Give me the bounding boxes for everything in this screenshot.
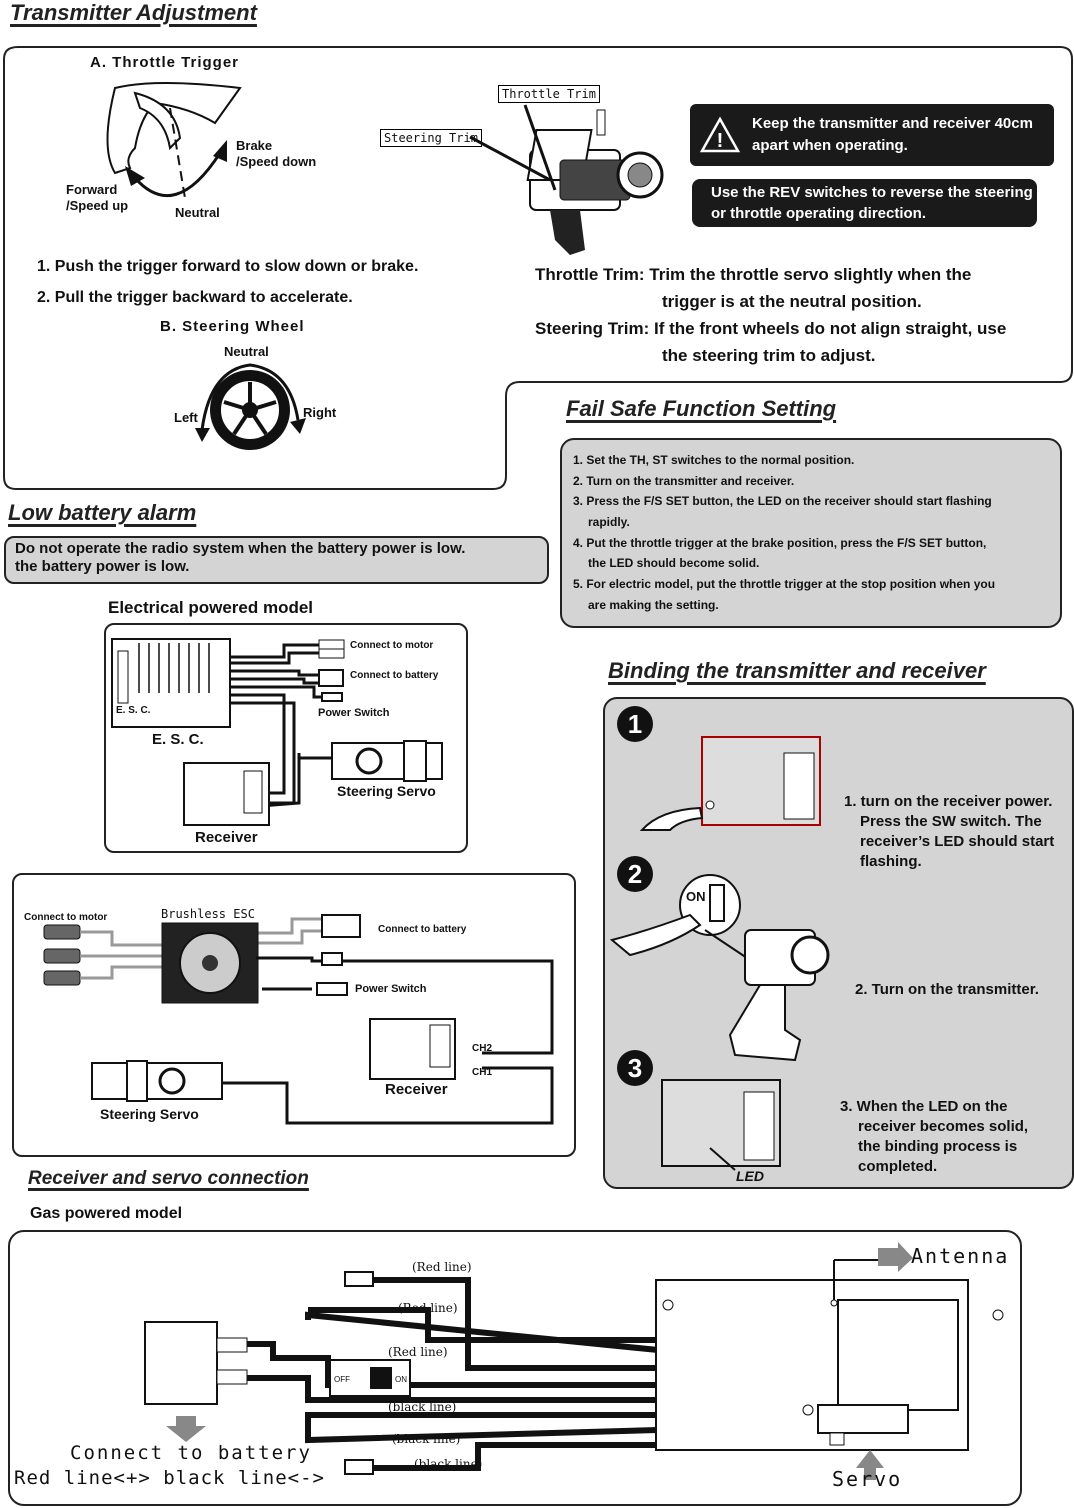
binding-step-1-line-2: Press the SW switch. The <box>860 813 1042 830</box>
brushless-ch1: CH1 <box>472 1067 493 1078</box>
throttle-trim-desc-1: Throttle Trim: Trim the throttle servo s… <box>535 265 972 284</box>
electrical-steering-servo: Steering Servo <box>337 783 436 799</box>
electrical-esc-small: E. S. C. <box>116 705 151 716</box>
brushless-connect-battery: Connect to battery <box>378 924 467 935</box>
warning-icon: ! <box>699 116 741 153</box>
electrical-connect-motor: Connect to motor <box>350 640 434 651</box>
binding-receiver-3 <box>661 1079 781 1171</box>
low-battery-title: Low battery alarm <box>8 500 197 525</box>
binding-step-2-text: 2. Turn on the transmitter. <box>855 981 1039 998</box>
failsafe-step-5: 5. For electric model, put the throttle … <box>573 577 996 591</box>
failsafe-step-4: 4. Put the throttle trigger at the brake… <box>573 536 987 550</box>
steering-trim-desc-1: Steering Trim: If the front wheels do no… <box>535 319 1007 338</box>
rev-text: Use the REV switches to reverse the stee… <box>711 184 1033 222</box>
hand-press-icon <box>639 806 704 831</box>
low-battery-text-1: Do not operate the radio system when the… <box>15 540 466 557</box>
failsafe-panel <box>560 438 1062 628</box>
electrical-receiver: Receiver <box>195 829 258 846</box>
wheel-left-label: Left <box>174 410 198 425</box>
binding-step-2-number: 2 <box>617 856 653 892</box>
throttle-trigger-illustration <box>106 82 242 199</box>
gas-black-line-1: (black line) <box>388 1400 457 1414</box>
gas-black-line-3: (black line) <box>414 1457 483 1471</box>
trim-pointer-lines <box>469 104 557 191</box>
binding-on-label: ON <box>686 889 706 904</box>
gas-red-line-2: (Red line) <box>398 1301 458 1315</box>
electrical-esc-label: E. S. C. <box>152 731 204 748</box>
wheel-neutral-label: Neutral <box>224 344 269 359</box>
electrical-connect-battery: Connect to battery <box>350 670 439 681</box>
trigger-step-1: 1. Push the trigger forward to slow down… <box>37 258 419 275</box>
transmitter-illustration <box>526 109 664 255</box>
rev-box: Use the REV switches to reverse the stee… <box>692 179 1037 227</box>
steering-trim-desc-2: the steering trim to adjust. <box>662 346 876 365</box>
failsafe-step-5b: are making the setting. <box>588 598 719 612</box>
binding-led-label: LED <box>736 1168 764 1184</box>
receiver-conn-title: Receiver and servo connection <box>28 1168 309 1189</box>
brake-label: Brake /Speed down <box>236 138 317 169</box>
binding-step-1-number: 1 <box>617 706 653 742</box>
failsafe-step-3: 3. Press the F/S SET button, the LED on … <box>573 494 992 508</box>
gas-switch-on: ON <box>395 1375 407 1384</box>
binding-step-3-number: 3 <box>617 1050 653 1086</box>
warning-text: Keep the transmitter and receiver 40cm a… <box>752 115 1033 154</box>
failsafe-title: Fail Safe Function Setting <box>566 396 837 421</box>
gas-heading: Gas powered model <box>30 1205 183 1222</box>
gas-polarity: Red line<+> black line<-> <box>14 1467 325 1489</box>
gas-black-line-2: (black line) <box>392 1432 461 1446</box>
brushless-receiver: Receiver <box>385 1081 448 1098</box>
electrical-power-switch: Power Switch <box>318 707 390 719</box>
binding-step-3-line-3: the binding process is <box>858 1138 1018 1155</box>
brushless-esc-label: Brushless ESC <box>161 907 255 921</box>
gas-servo-label: Servo <box>832 1467 903 1491</box>
gas-switch-off: OFF <box>334 1375 350 1384</box>
steering-wheel-heading: B. Steering Wheel <box>160 318 305 335</box>
gas-connect-battery: Connect to battery <box>70 1442 312 1464</box>
trigger-neutral-label: Neutral <box>175 205 220 220</box>
failsafe-step-4b: the LED should become solid. <box>588 556 760 570</box>
trigger-step-2: 2. Pull the trigger backward to accelera… <box>37 289 353 306</box>
binding-step-3-line-1: 3. When the LED on the <box>840 1098 1008 1115</box>
steering-trim-tag: Steering Trim <box>380 129 482 147</box>
binding-step-3-line-4: completed. <box>858 1158 938 1175</box>
binding-transmitter-illustration <box>609 874 830 1062</box>
brushless-power-switch: Power Switch <box>355 983 427 995</box>
gas-red-line-1: (Red line) <box>412 1260 472 1274</box>
failsafe-step-2: 2. Turn on the transmitter and receiver. <box>573 474 795 488</box>
electrical-wiring <box>111 638 443 826</box>
wheel-right-label: Right <box>303 405 337 420</box>
steering-wheel-icon <box>195 363 306 450</box>
gas-red-line-3: (Red line) <box>388 1345 448 1359</box>
brushless-steering-servo: Steering Servo <box>100 1106 199 1122</box>
low-battery-panel <box>4 536 549 584</box>
brushless-connect-motor: Connect to motor <box>24 912 108 923</box>
binding-step-1-line-3: receiver’s LED should start <box>860 833 1055 850</box>
svg-text:!: ! <box>717 130 724 152</box>
gas-wiring <box>144 1242 1004 1480</box>
warning-box: ! Keep the transmitter and receiver 40cm… <box>690 104 1054 166</box>
brushless-wiring <box>43 914 554 1125</box>
throttle-trigger-heading: A. Throttle Trigger <box>90 54 240 71</box>
low-battery-text-2: the battery power is low. <box>15 558 190 575</box>
binding-step-1-line-1: 1. turn on the receiver power. <box>844 793 1053 810</box>
electrical-heading: Electrical powered model <box>108 598 314 617</box>
binding-step-3-line-2: receiver becomes solid, <box>858 1118 1029 1135</box>
forward-label: Forward /Speed up <box>66 182 129 213</box>
binding-step-1-line-4: flashing. <box>860 853 922 870</box>
failsafe-step-1: 1. Set the TH, ST switches to the normal… <box>573 453 855 467</box>
gas-antenna-label: Antenna <box>911 1244 1010 1268</box>
binding-title: Binding the transmitter and receiver <box>608 658 986 683</box>
binding-receiver-1 <box>701 736 821 826</box>
transmitter-title: Transmitter Adjustment <box>10 0 257 25</box>
failsafe-step-3b: rapidly. <box>588 515 630 529</box>
brushless-ch2: CH2 <box>472 1043 493 1054</box>
throttle-trim-desc-2: trigger is at the neutral position. <box>662 292 922 311</box>
throttle-trim-tag: Throttle Trim <box>498 85 600 103</box>
